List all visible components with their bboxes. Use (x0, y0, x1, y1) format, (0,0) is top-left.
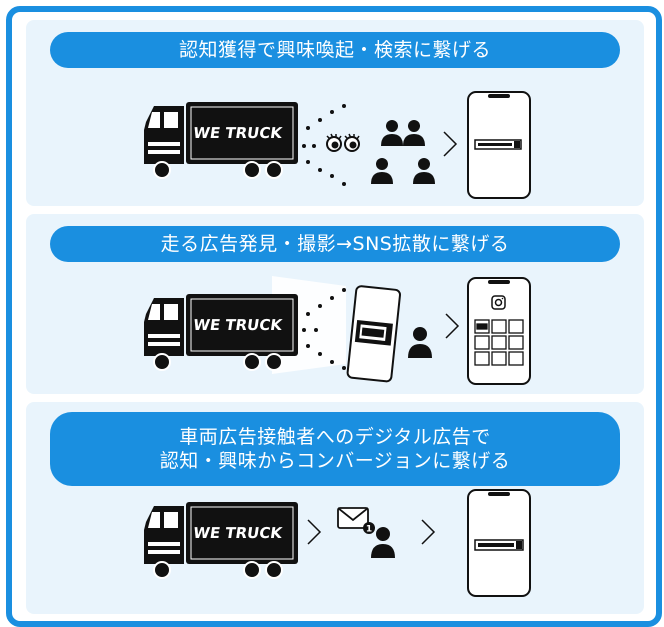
panel-illustration: WE TRUCK 1 (144, 489, 531, 597)
panel-awareness: 認知獲得で興味喚起・検索に繋げる WE TRUCK (26, 20, 644, 206)
diagram-frame: 認知獲得で興味喚起・検索に繋げる WE TRUCK (6, 6, 662, 627)
truck-text: WE TRUCK (192, 524, 284, 542)
panel-title: 認知獲得で興味喚起・検索に繋げる (50, 32, 620, 68)
panel-illustration: WE TRUCK (144, 91, 531, 199)
truck-text: WE TRUCK (192, 316, 284, 334)
smartphone-icon (467, 91, 531, 199)
search-bar-icon (474, 139, 522, 150)
chevron-right-icon (445, 313, 460, 339)
instagram-icon (491, 295, 506, 310)
truck-text: WE TRUCK (192, 124, 284, 142)
panel-digital: 車両広告接触者へのデジタル広告で 認知・興味からコンバージョンに繋げる WE T… (26, 402, 644, 614)
mail-icon: 1 (337, 507, 375, 535)
truck-icon: WE TRUCK (144, 102, 298, 179)
signal-dots (302, 288, 346, 370)
chevron-right-icon (421, 519, 436, 545)
camera-phone-icon (346, 285, 401, 383)
truck-icon: WE TRUCK (144, 294, 298, 371)
panel-title-line: 車両広告接触者へのデジタル広告で (179, 426, 491, 448)
search-bar-icon (474, 539, 524, 551)
chevron-right-icon (443, 131, 458, 157)
panel-title: 車両広告接触者へのデジタル広告で 認知・興味からコンバージョンに繋げる (50, 412, 620, 486)
panel-sns: 走る広告発見・撮影→SNS拡散に繋げる WE TRUCK (26, 214, 644, 394)
truck-icon: WE TRUCK (144, 502, 298, 579)
smartphone-icon (467, 489, 531, 597)
mail-badge: 1 (366, 525, 372, 535)
panel-illustration: WE TRUCK (144, 276, 531, 385)
eyes-icon (326, 133, 360, 152)
panel-title-line: 走る広告発見・撮影→SNS拡散に繋げる (160, 233, 510, 255)
signal-dots (302, 104, 346, 186)
panel-title-line: 認知・興味からコンバージョンに繋げる (159, 450, 511, 472)
people-icon (371, 120, 435, 184)
person-icon (408, 327, 432, 358)
person-icon (371, 527, 395, 558)
chevron-right-icon (307, 519, 322, 545)
panel-title: 走る広告発見・撮影→SNS拡散に繋げる (50, 226, 620, 262)
smartphone-icon (467, 277, 531, 385)
photo-grid (474, 319, 524, 366)
panel-title-line: 認知獲得で興味喚起・検索に繋げる (178, 39, 491, 61)
